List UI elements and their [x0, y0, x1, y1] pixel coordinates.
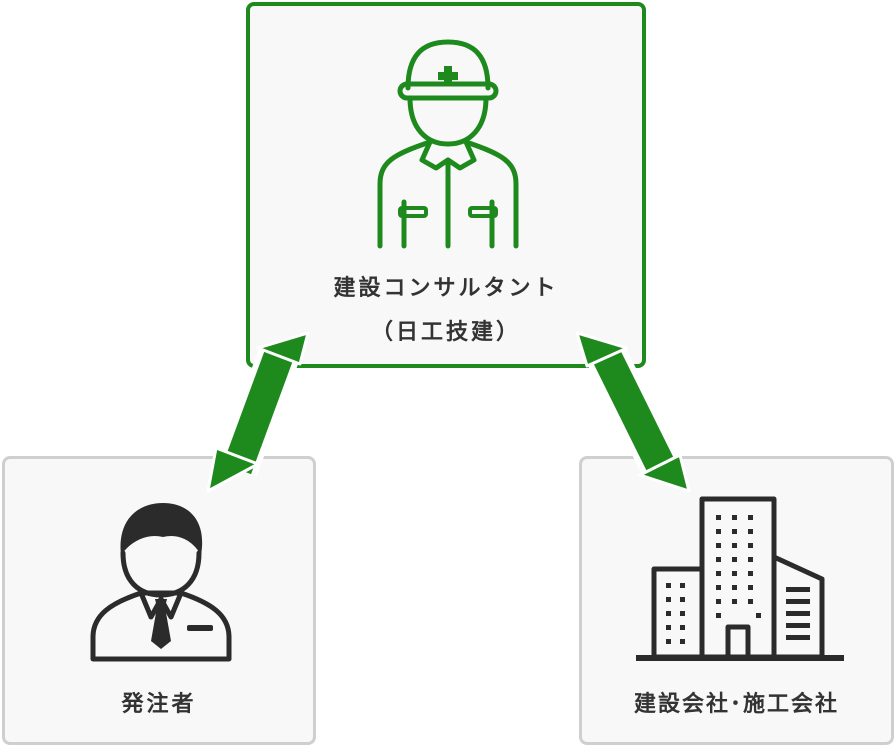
consultant-box: 建設コンサルタント （日工技建） — [246, 2, 646, 368]
client-box: 発注者 — [2, 456, 316, 745]
construction-worker-icon — [377, 39, 519, 249]
client-title: 発注者 — [121, 692, 197, 717]
contractor-title: 建設会社･施工会社 — [633, 692, 839, 717]
contractor-box: 建設会社･施工会社 — [579, 456, 894, 745]
consultant-title: 建設コンサルタント — [333, 276, 559, 301]
consultant-subtitle: （日工技建） — [370, 320, 521, 345]
businessman-icon — [90, 503, 232, 662]
office-building-icon — [636, 496, 844, 661]
